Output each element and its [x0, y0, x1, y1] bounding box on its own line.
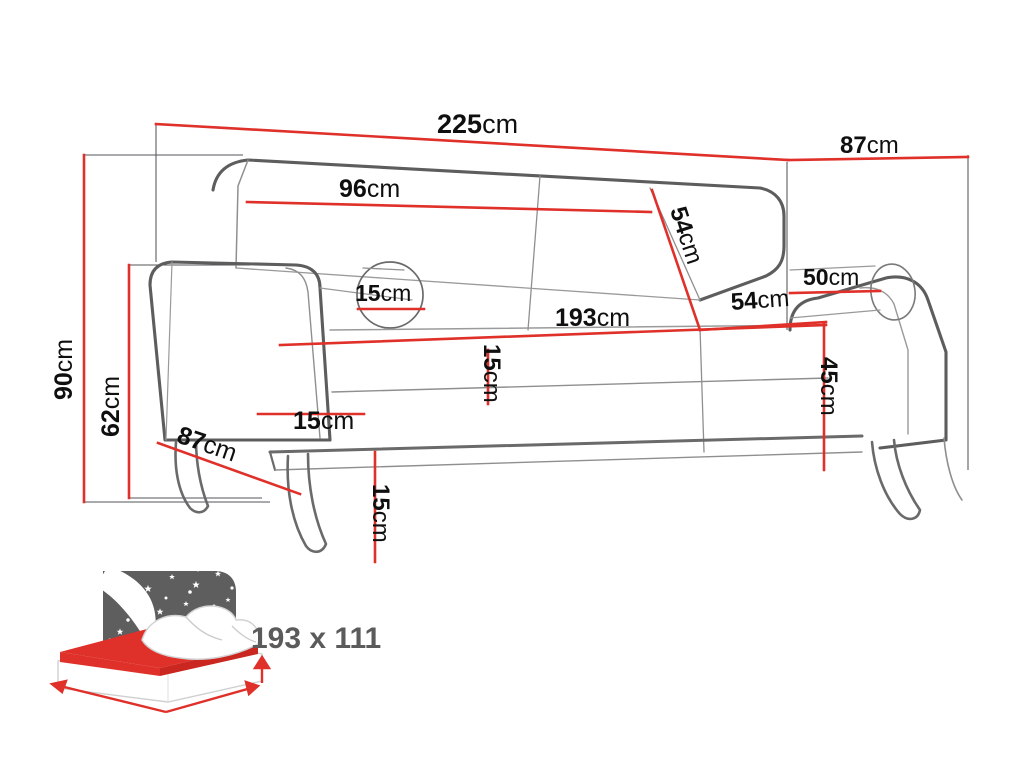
label-backrest-width-value: 96 [339, 175, 367, 203]
label-bolster-length-value: 50 [803, 264, 829, 290]
seat-cushion-front [331, 377, 829, 393]
label-bolster-diameter-value: 15 [355, 280, 381, 306]
leg-front-center-left [286, 452, 328, 554]
label-bolster-diameter-unit: cm [380, 280, 412, 306]
backrest-seam-1 [527, 175, 541, 331]
leg-front-left [174, 438, 210, 514]
label-total-depth-unit: cm [866, 132, 899, 159]
label-backrest-width: 96cm [339, 177, 400, 202]
left-armrest-front-line [165, 261, 173, 441]
right-armrest-crease [859, 286, 909, 435]
label-total-width-value: 225 [437, 109, 483, 139]
label-bolster-length-unit: cm [828, 264, 860, 290]
dimline-backrest-width [245, 200, 653, 214]
label-armrest-thickness-value: 15 [293, 407, 321, 435]
right-bolster-pillow [870, 263, 916, 321]
left-armrest-crease [285, 267, 321, 439]
label-armrest-thickness-unit: cm [320, 407, 355, 435]
label-total-depth: 87cm [840, 134, 899, 158]
label-backrest-width-unit: cm [366, 175, 401, 203]
left-bolster-pillow [356, 261, 424, 329]
left-bolster-top [362, 267, 405, 271]
right-armrest-outline [788, 275, 948, 450]
base-front-top [268, 434, 864, 454]
base-left-edge [268, 450, 277, 472]
label-total-width-unit: cm [482, 109, 519, 139]
dimline-total-width [154, 122, 790, 162]
bed-dimension-arrows [49, 654, 272, 714]
backrest-top-edge [211, 158, 786, 248]
label-seat-width-unit: cm [596, 304, 631, 332]
label-total-depth-value: 87 [840, 132, 867, 159]
leg-back-right [943, 437, 963, 501]
label-armrest-thickness: 15cm [293, 409, 354, 434]
label-seat-width: 193cm [555, 306, 630, 331]
pillow-duvet [141, 605, 260, 660]
dimline-side-depth [156, 441, 302, 496]
sleeping-area-label: 193 x 111 [251, 622, 382, 655]
seat-cushion-divider [699, 327, 705, 453]
dimline-backrest-height [650, 188, 702, 332]
label-bolster-diameter: 15cm [355, 282, 411, 305]
backrest-left-inner [235, 159, 249, 269]
label-seat-width-value: 193 [555, 304, 597, 332]
right-arm-inner-line [789, 309, 881, 319]
dimline-bolster-length [788, 289, 882, 295]
dimline-total-depth [786, 155, 970, 162]
base-bottom-edge [274, 451, 863, 471]
label-total-width: 225cm [437, 111, 518, 138]
right-bolster-top [789, 265, 876, 271]
leg-front-right [870, 438, 922, 521]
label-bolster-length: 50cm [803, 266, 859, 289]
seat-top-edge [329, 324, 827, 331]
backrest-bottom-edge [235, 267, 701, 301]
dimline-seat-width [278, 323, 828, 347]
left-arm-top-connector [319, 287, 413, 301]
backrest-right-edge [698, 244, 786, 302]
